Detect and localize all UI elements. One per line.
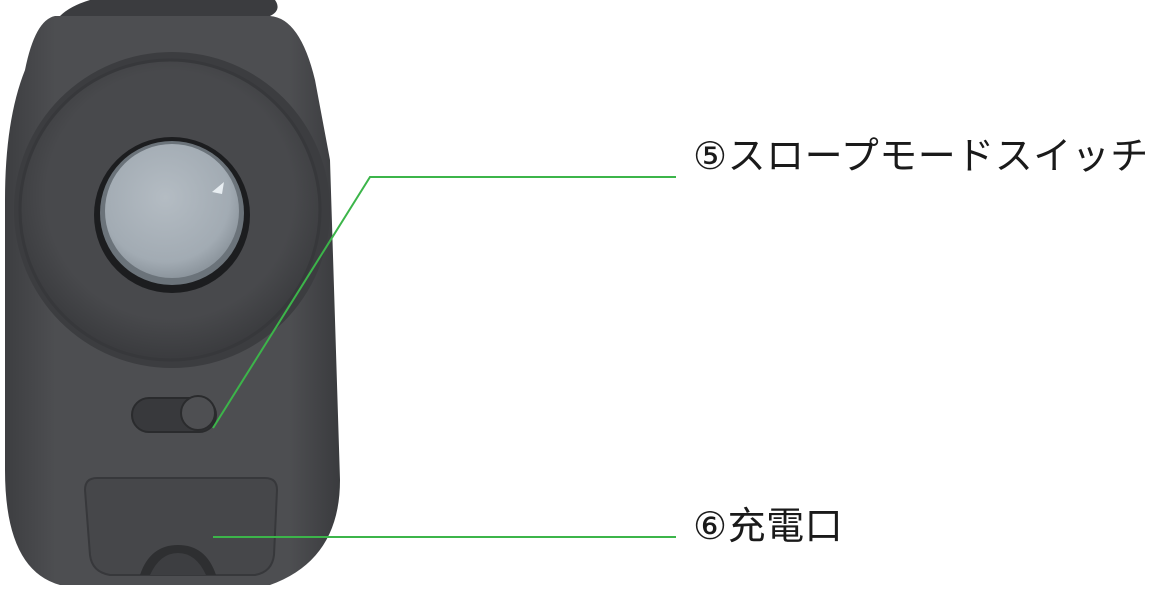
lens-glass	[105, 144, 239, 278]
charging-port-notch-highlight	[150, 553, 206, 575]
device-top-cap	[60, 0, 278, 16]
charging-port-label: ⑥充電口	[693, 504, 844, 548]
slope-switch-knob[interactable]	[180, 395, 216, 431]
charging-port-cover[interactable]	[83, 477, 279, 576]
slope-mode-switch-label: ⑤スロープモードスイッチ	[693, 134, 1149, 178]
